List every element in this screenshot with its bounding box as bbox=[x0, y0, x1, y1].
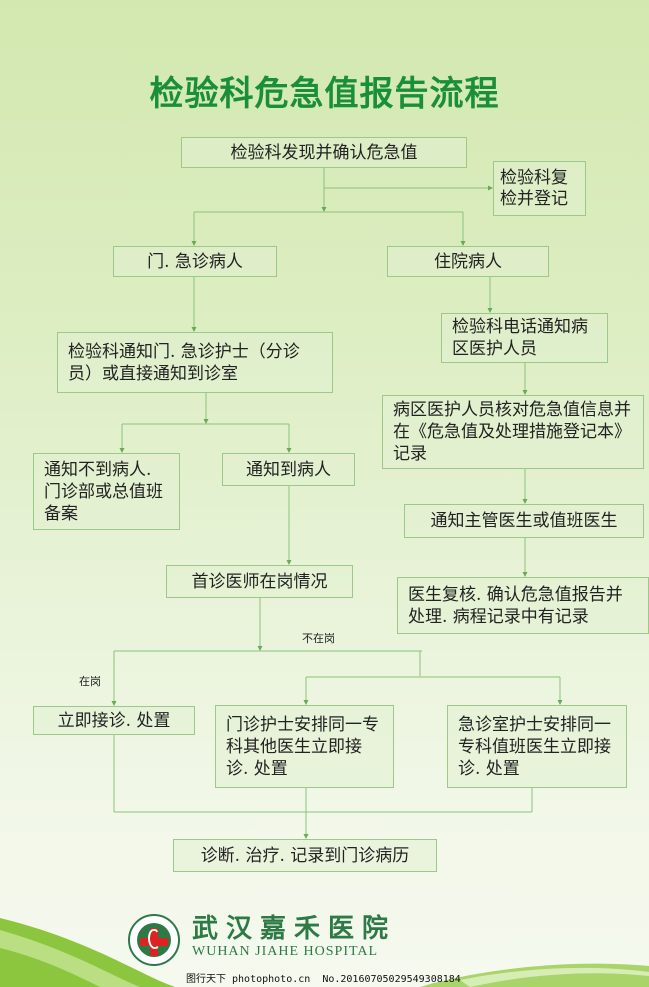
node-notify-ward: 检验科电话通知病区医护人员 bbox=[441, 313, 608, 363]
node-not-reached: 通知不到病人. 门诊部或总值班备案 bbox=[33, 453, 180, 530]
node-recheck: 检验科复 检并登记 bbox=[493, 161, 586, 216]
node-notify-doctor-text: 通知主管医生或值班医生 bbox=[430, 511, 618, 531]
hospital-logo: 武汉嘉禾医院 WUHAN JIAHE HOSPITAL bbox=[128, 914, 396, 966]
node-inpatient-text: 住院病人 bbox=[434, 251, 502, 272]
node-final: 诊断. 治疗. 记录到门诊病历 bbox=[173, 839, 437, 872]
node-er-nurse-text: 急诊室护士安排同一专科值班医生立即接诊. 处置 bbox=[458, 714, 611, 779]
node-reached: 通知到病人 bbox=[222, 453, 355, 486]
node-reached-text: 通知到病人 bbox=[246, 459, 331, 480]
hospital-name-en: WUHAN JIAHE HOSPITAL bbox=[192, 944, 379, 959]
hospital-emblem-icon bbox=[128, 914, 180, 966]
footer-wave-decoration bbox=[0, 918, 649, 987]
node-clinic-nurse: 门诊护士安排同一专科其他医生立即接诊. 处置 bbox=[215, 705, 394, 788]
node-outpatient-text: 门. 急诊病人 bbox=[147, 251, 243, 272]
node-start: 检验科发现并确认危急值 bbox=[181, 137, 467, 168]
node-notify-doctor: 通知主管医生或值班医生 bbox=[404, 504, 644, 538]
node-inpatient: 住院病人 bbox=[387, 246, 549, 277]
edge-label-off-duty: 不在岗 bbox=[302, 632, 335, 645]
node-start-text: 检验科发现并确认危急值 bbox=[230, 142, 418, 163]
node-final-text: 诊断. 治疗. 记录到门诊病历 bbox=[200, 845, 410, 866]
node-not-reached-text: 通知不到病人. 门诊部或总值班备案 bbox=[44, 459, 163, 524]
node-first-doctor: 首诊医师在岗情况 bbox=[166, 565, 353, 598]
node-doctor-review: 医生复核. 确认危急值报告并处理. 病程记录中有记录 bbox=[397, 577, 649, 634]
node-ward-verify-text: 病区医护人员核对危急值信息并在《危急值及处理措施登记本》记录 bbox=[393, 400, 631, 464]
node-doctor-review-text: 医生复核. 确认危急值报告并处理. 病程记录中有记录 bbox=[408, 584, 623, 627]
node-ward-verify: 病区医护人员核对危急值信息并在《危急值及处理措施登记本》记录 bbox=[382, 395, 644, 469]
node-notify-outpatient-text: 检验科通知门. 急诊护士（分诊员）或直接通知到诊室 bbox=[68, 341, 300, 384]
node-er-nurse: 急诊室护士安排同一专科值班医生立即接诊. 处置 bbox=[447, 705, 627, 788]
node-first-doctor-text: 首诊医师在岗情况 bbox=[191, 571, 328, 592]
edge-label-on-duty: 在岗 bbox=[79, 675, 101, 688]
node-clinic-nurse-text: 门诊护士安排同一专科其他医生立即接诊. 处置 bbox=[226, 714, 379, 779]
node-immediate-text: 立即接诊. 处置 bbox=[57, 710, 171, 731]
node-notify-ward-text: 检验科电话通知病区医护人员 bbox=[452, 317, 588, 359]
node-recheck-text: 检验科复 检并登记 bbox=[500, 167, 568, 209]
node-outpatient: 门. 急诊病人 bbox=[113, 246, 277, 277]
watermark: 图行天下 photophoto.cn No.201607050295493081… bbox=[186, 974, 461, 985]
hospital-name-cn: 武汉嘉禾医院 bbox=[192, 914, 397, 944]
node-immediate: 立即接诊. 处置 bbox=[33, 706, 195, 735]
page-title: 检验科危急值报告流程 bbox=[149, 74, 500, 114]
node-notify-outpatient: 检验科通知门. 急诊护士（分诊员）或直接通知到诊室 bbox=[57, 332, 333, 393]
